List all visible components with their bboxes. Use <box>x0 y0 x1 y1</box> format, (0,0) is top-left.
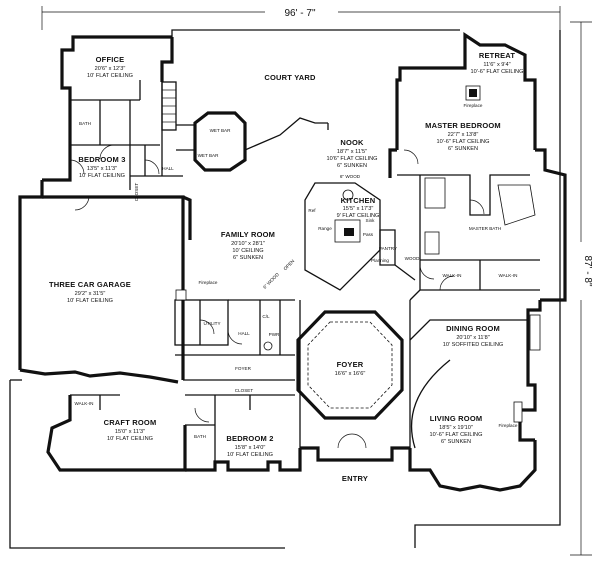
nook-size: 18'7" x 11'5" <box>337 149 367 155</box>
range-label: Range <box>318 226 332 231</box>
living-room-note: 6" SUNKEN <box>441 439 471 445</box>
closet-b2-label: CLOSET <box>235 388 254 393</box>
ref-label: Ref <box>308 208 316 213</box>
family-room-note: 6" SUNKEN <box>233 255 263 261</box>
round-foyer <box>296 300 411 448</box>
wet-bar-a-label: WET BAR <box>210 128 232 133</box>
walkin-mb2-label: WALK-IN <box>499 273 518 278</box>
living-room-size: 18'5" x 19'10" <box>439 425 473 431</box>
pantry-label: PANTRY <box>379 246 397 251</box>
master-bedroom-note: 6" SUNKEN <box>448 146 478 152</box>
foyer-round-name: FOYER <box>337 360 364 369</box>
wood-label: WOOD <box>405 256 420 261</box>
bedroom2-size: 15'8" x 14'0" <box>235 445 266 451</box>
overall-depth-label: 87' - 8" <box>582 255 593 286</box>
arch-upper-label: 6" WOOD <box>340 174 361 179</box>
fireplace-retreat-label: Fireplace <box>464 103 483 108</box>
doors <box>69 144 485 449</box>
garage-name: THREE CAR GARAGE <box>49 280 131 289</box>
fireplace-living-label: Fireplace <box>499 423 518 428</box>
nook-ceiling: 10'6" FLAT CEILING <box>326 156 377 162</box>
craft-room-name: CRAFT ROOM <box>104 418 157 427</box>
arch-left-label: 6" WOOD <box>262 272 280 290</box>
pass-label: Pass <box>363 232 374 237</box>
closet-b3-label: CLOSET <box>134 183 139 202</box>
wet-bar-b-label: WET BAR <box>198 153 220 158</box>
craft-room-ceiling: 10' FLAT CEILING <box>107 436 153 442</box>
nook-note: 6" SUNKEN <box>337 163 367 169</box>
craft-room-size: 15'0" x 11'3" <box>115 429 145 435</box>
nook-name: NOOK <box>340 138 364 147</box>
dining-room-name: DINING ROOM <box>446 324 500 333</box>
office-ceiling: 10' FLAT CEILING <box>87 73 133 79</box>
retreat-name: RETREAT <box>479 51 515 60</box>
kitchen-name: KITCHEN <box>341 196 376 205</box>
entry-label: ENTRY <box>342 474 368 483</box>
master-bedroom-size: 22'7" x 13'8" <box>448 132 479 138</box>
interior-walls <box>70 80 541 470</box>
master-bedroom-name: MASTER BEDROOM <box>425 121 501 130</box>
exterior-walls <box>18 32 567 492</box>
foyer-round-size: 16'6" x 16'6" <box>335 371 366 377</box>
garage-ceiling: 10' FLAT CEILING <box>67 298 113 304</box>
kitchen-ceiling: 9' FLAT CEILING <box>337 213 380 219</box>
court-yard-name: COURT YARD <box>264 73 316 82</box>
hall-upper-label: HALL <box>162 166 174 171</box>
family-room-name: FAMILY ROOM <box>221 230 275 239</box>
bedroom2-name: BEDROOM 2 <box>226 434 273 443</box>
office-name: OFFICE <box>96 55 125 64</box>
open-label: OPEN <box>283 259 296 272</box>
utility-label: UTILITY <box>203 321 220 326</box>
living-room-ceiling: 10'-6" FLAT CEILING <box>430 432 483 438</box>
hall-mid-label: HALL <box>238 331 250 336</box>
bath-b2-label: BATH <box>194 434 206 439</box>
sink-label: Sink <box>366 218 376 223</box>
master-bath-label: MASTER BATH <box>469 226 501 231</box>
dimension-lines: 96' - 7" 87' - 8" <box>41 6 593 556</box>
overall-width-label: 96' - 7" <box>284 8 315 19</box>
garage-size: 29'2" x 31'5" <box>75 291 106 297</box>
retreat-size: 11'6" x 9'4" <box>483 62 510 68</box>
living-room-name: LIVING ROOM <box>430 414 483 423</box>
family-room-ceiling: 10' CEILING <box>232 248 263 254</box>
pwr-label: PWR <box>269 332 280 337</box>
planning-label: Planning <box>371 258 389 263</box>
bedroom3-name: BEDROOM 3 <box>78 155 125 164</box>
bedroom3-size: 13'5" x 11'3" <box>87 166 117 172</box>
room-labels: OFFICE 20'6" x 12'3" 10' FLAT CEILING BA… <box>49 51 523 483</box>
family-room-size: 20'10" x 28'1" <box>231 241 265 247</box>
foyer-small-label: FOYER <box>235 366 252 371</box>
cl-label: C/L <box>262 314 270 319</box>
walkin-mb1-label: WALK-IN <box>443 273 462 278</box>
walkin-craft-label: WALK-IN <box>75 401 94 406</box>
fireplace-family-label: Fireplace <box>199 280 218 285</box>
bedroom3-ceiling: 10' FLAT CEILING <box>79 173 125 179</box>
kitchen-size: 15'5" x 17'3" <box>343 206 374 212</box>
bedroom2-ceiling: 10' FLAT CEILING <box>227 452 273 458</box>
master-bedroom-ceiling: 10'-6" FLAT CEILING <box>437 139 490 145</box>
dining-room-size: 20'10" x 11'8" <box>456 335 489 341</box>
retreat-ceiling: 10'-6" FLAT CEILING <box>471 69 524 75</box>
office-size: 20'6" x 12'3" <box>95 66 126 72</box>
dining-room-ceiling: 10' SOFFITED CEILING <box>443 342 503 348</box>
site-outline <box>9 29 561 549</box>
bath-office-label: BATH <box>79 121 91 126</box>
